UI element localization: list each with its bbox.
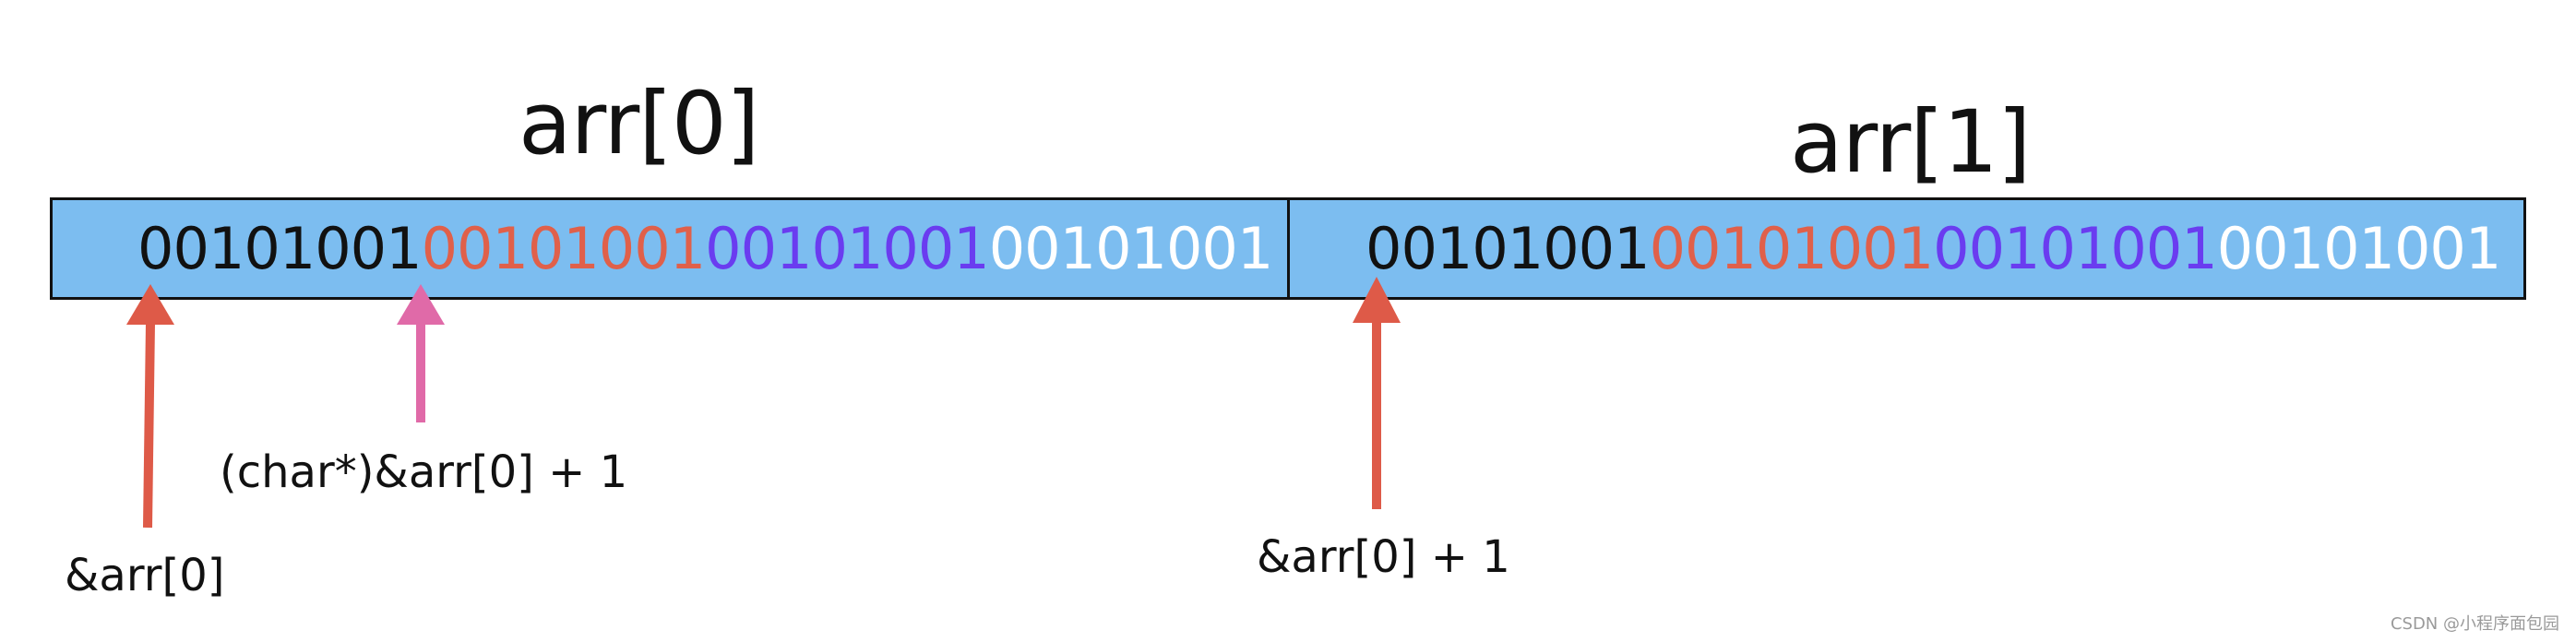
cell-bits: 00101001001010010010100100101001 bbox=[1366, 200, 2502, 297]
byte-2-bits: 00101001 bbox=[1933, 215, 2218, 282]
arrow-up-icon bbox=[1353, 277, 1401, 509]
byte-0-bits: 00101001 bbox=[1366, 215, 1651, 282]
byte-2-bits: 00101001 bbox=[705, 215, 990, 282]
pointer-label-arr0: &arr[0] bbox=[65, 550, 225, 601]
byte-3-bits: 00101001 bbox=[988, 215, 1274, 282]
memory-cell-arr0: 00101001001010010010100100101001 bbox=[50, 197, 1290, 300]
arrow-up-icon bbox=[126, 284, 174, 529]
byte-1-bits: 00101001 bbox=[421, 215, 707, 282]
pointer-label-arr0-plus-one: &arr[0] + 1 bbox=[1257, 531, 1510, 583]
cell-bits: 00101001001010010010100100101001 bbox=[137, 200, 1274, 297]
arrow-up-icon bbox=[397, 284, 445, 422]
byte-1-bits: 00101001 bbox=[1649, 215, 1935, 282]
watermark: CSDN @小程序面包园 bbox=[2390, 614, 2559, 634]
memory-cell-arr1: 00101001001010010010100100101001 bbox=[1287, 197, 2526, 300]
cell-title-arr0: arr[0] bbox=[519, 74, 759, 174]
cell-title-arr1: arr[1] bbox=[1790, 92, 2031, 193]
byte-3-bits: 00101001 bbox=[2216, 215, 2502, 282]
pointer-label-char-plus-one: (char*)&arr[0] + 1 bbox=[220, 446, 628, 498]
byte-0-bits: 00101001 bbox=[137, 215, 423, 282]
